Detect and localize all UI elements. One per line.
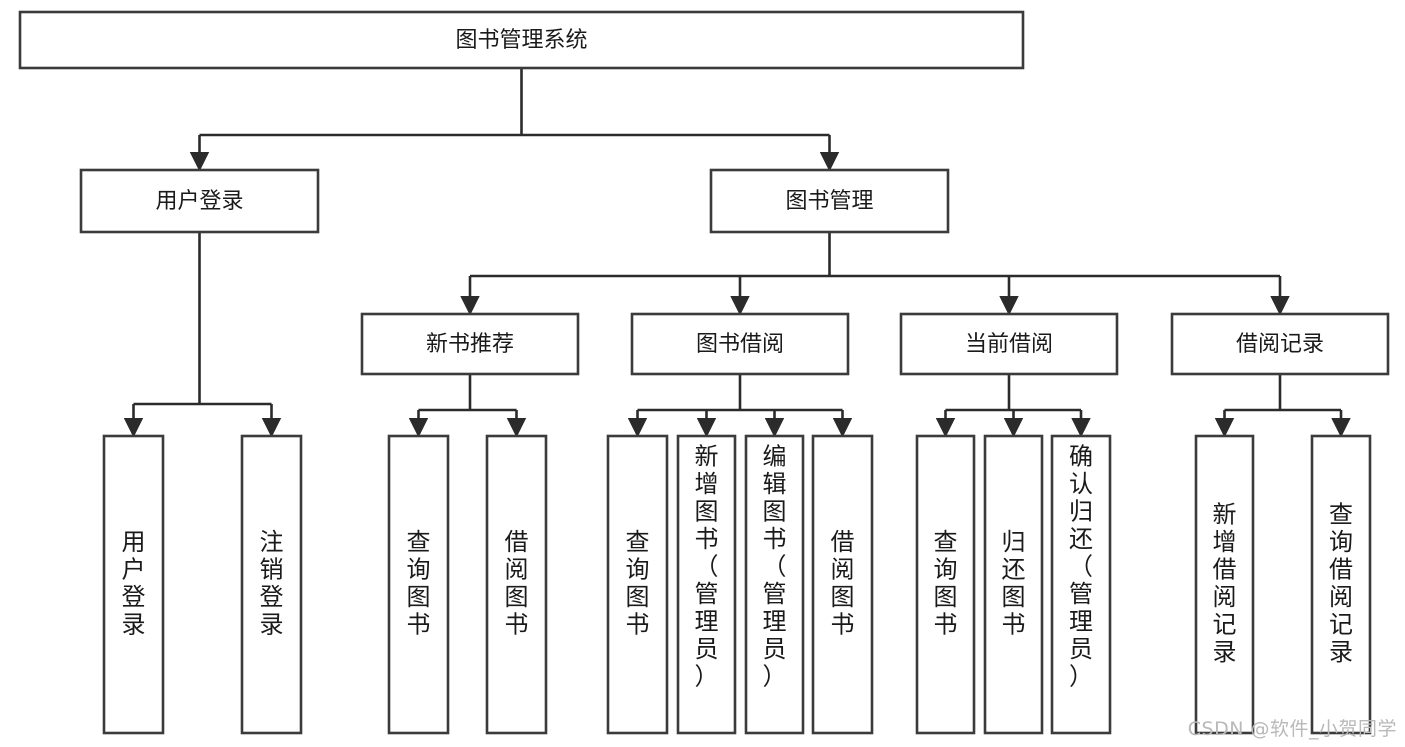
node-label-borrow-record: 借阅记录	[1236, 332, 1324, 357]
node-new-book-recommend[interactable]: 新书推荐	[360, 312, 580, 376]
nodes-layer: 图书管理系统用户登录图书管理新书推荐图书借阅当前借阅借阅记录用户登录注销登录查询…	[18, 10, 1390, 735]
node-box-current-borrow	[899, 312, 1119, 376]
node-label-leaf-query-book-1: 查询图书	[407, 528, 431, 639]
node-box-leaf-edit-book	[744, 434, 805, 735]
node-label-leaf-user-login: 用户登录	[122, 528, 146, 639]
node-box-leaf-borrow-book-2	[811, 434, 874, 735]
node-label-book-borrow: 图书借阅	[696, 332, 784, 357]
node-leaf-query-record[interactable]: 查询借阅记录	[1310, 434, 1372, 735]
node-label-new-book-recommend: 新书推荐	[426, 332, 514, 357]
node-leaf-add-book[interactable]: 新增图书（管理员）	[676, 434, 737, 735]
node-box-book-borrow	[630, 312, 850, 376]
node-box-borrow-record	[1170, 312, 1390, 376]
node-box-leaf-logout	[240, 434, 303, 735]
node-box-leaf-borrow-book-1	[485, 434, 548, 735]
node-leaf-query-book-2[interactable]: 查询图书	[606, 434, 669, 735]
node-label-current-borrow: 当前借阅	[965, 332, 1053, 357]
node-box-leaf-query-book-1	[387, 434, 450, 735]
node-box-new-book-recommend	[360, 312, 580, 376]
node-leaf-user-login[interactable]: 用户登录	[102, 434, 165, 735]
node-box-leaf-confirm-return	[1050, 434, 1112, 735]
node-book-manage[interactable]: 图书管理	[709, 168, 950, 234]
node-label-leaf-query-book-2: 查询图书	[626, 528, 650, 639]
node-box-user-login	[79, 168, 320, 234]
node-box-leaf-query-book-2	[606, 434, 669, 735]
node-borrow-record[interactable]: 借阅记录	[1170, 312, 1390, 376]
node-leaf-confirm-return[interactable]: 确认归还（管理员）	[1050, 434, 1112, 735]
node-box-book-manage	[709, 168, 950, 234]
node-leaf-return-book[interactable]: 归还图书	[983, 434, 1044, 735]
node-leaf-edit-book[interactable]: 编辑图书（管理员）	[744, 434, 805, 735]
node-user-login[interactable]: 用户登录	[79, 168, 320, 234]
node-label-leaf-return-book: 归还图书	[1002, 528, 1026, 639]
node-box-leaf-add-record	[1194, 434, 1255, 735]
node-label-leaf-edit-book: 编辑图书（管理员）	[763, 443, 787, 691]
node-box-leaf-user-login	[102, 434, 165, 735]
node-box-leaf-query-record	[1310, 434, 1372, 735]
node-label-leaf-add-book: 新增图书（管理员）	[695, 443, 719, 691]
node-leaf-logout[interactable]: 注销登录	[240, 434, 303, 735]
node-box-leaf-add-book	[676, 434, 737, 735]
node-label-root-book-management-system: 图书管理系统	[455, 28, 587, 53]
node-label-book-manage: 图书管理	[785, 189, 873, 214]
edges-layer	[123, 68, 1351, 438]
node-label-leaf-query-book-3: 查询图书	[934, 528, 958, 639]
node-current-borrow[interactable]: 当前借阅	[899, 312, 1119, 376]
node-label-leaf-logout: 注销登录	[260, 528, 284, 639]
node-label-leaf-borrow-book-2: 借阅图书	[831, 528, 855, 639]
node-label-leaf-borrow-book-1: 借阅图书	[505, 528, 529, 639]
node-leaf-borrow-book-2[interactable]: 借阅图书	[811, 434, 874, 735]
node-root-book-management-system[interactable]: 图书管理系统	[18, 10, 1025, 70]
node-leaf-query-book-1[interactable]: 查询图书	[387, 434, 450, 735]
node-box-root-book-management-system	[18, 10, 1025, 70]
node-leaf-add-record[interactable]: 新增借阅记录	[1194, 434, 1255, 735]
node-label-user-login: 用户登录	[155, 189, 243, 214]
node-label-leaf-query-record: 查询借阅记录	[1329, 501, 1353, 667]
node-box-leaf-return-book	[983, 434, 1044, 735]
node-label-leaf-add-record: 新增借阅记录	[1213, 501, 1237, 667]
node-box-leaf-query-book-3	[915, 434, 976, 735]
node-leaf-borrow-book-1[interactable]: 借阅图书	[485, 434, 548, 735]
node-leaf-query-book-3[interactable]: 查询图书	[915, 434, 976, 735]
node-label-leaf-confirm-return: 确认归还（管理员）	[1069, 443, 1093, 691]
node-book-borrow[interactable]: 图书借阅	[630, 312, 850, 376]
